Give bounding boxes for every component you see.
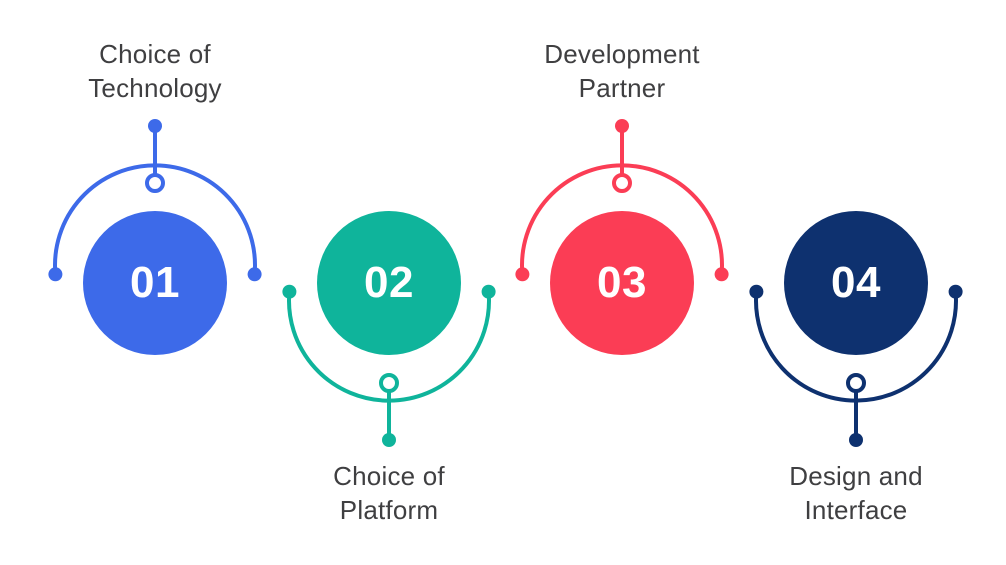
step-label-line2: Interface bbox=[804, 495, 908, 525]
connector-arc-decoration bbox=[749, 284, 963, 447]
step-label: Development Partner bbox=[507, 37, 737, 105]
step-label-line1: Choice of bbox=[99, 39, 211, 69]
connector-tip-dot bbox=[148, 119, 162, 133]
connector-ring bbox=[612, 173, 632, 193]
step-label-line2: Platform bbox=[339, 495, 439, 525]
connector-ring bbox=[145, 173, 165, 193]
connector-ring bbox=[846, 373, 866, 393]
step-item: Choice of Platform 02 bbox=[274, 0, 504, 565]
step-label: Choice of Technology bbox=[40, 37, 270, 105]
arc-end-dot-right bbox=[714, 267, 729, 282]
step-item: Choice of Technology 01 bbox=[40, 0, 270, 565]
step-item: Design and Interface 04 bbox=[741, 0, 971, 565]
step-label: Choice of Platform bbox=[274, 459, 504, 527]
step-item: Development Partner 03 bbox=[507, 0, 737, 565]
step-circle: 01 bbox=[83, 211, 227, 355]
step-label-line1: Choice of bbox=[333, 461, 445, 491]
step-number: 02 bbox=[364, 258, 414, 307]
step-label-line2: Partner bbox=[578, 73, 666, 103]
arc-end-dot-right bbox=[481, 284, 496, 299]
step-label-line1: Design and bbox=[789, 461, 923, 491]
connector-ring bbox=[379, 373, 399, 393]
connector-tip-dot bbox=[615, 119, 629, 133]
arc-end-dot-right bbox=[247, 267, 262, 282]
arc-end-dot-left bbox=[749, 284, 764, 299]
arc-end-dot-left bbox=[48, 267, 63, 282]
step-number: 04 bbox=[831, 258, 881, 307]
connector-arc-decoration bbox=[48, 119, 262, 282]
arc-end-dot-left bbox=[515, 267, 530, 282]
step-circle: 04 bbox=[784, 211, 928, 355]
step-circle: 03 bbox=[550, 211, 694, 355]
step-number: 01 bbox=[130, 258, 180, 307]
step-label-line2: Technology bbox=[88, 73, 222, 103]
connector-tip-dot bbox=[849, 433, 863, 447]
connector-tip-dot bbox=[382, 433, 396, 447]
step-label: Design and Interface bbox=[741, 459, 971, 527]
connector-arc-decoration bbox=[282, 284, 496, 447]
step-circle: 02 bbox=[317, 211, 461, 355]
arc-end-dot-right bbox=[948, 284, 963, 299]
connector-arc-decoration bbox=[515, 119, 729, 282]
step-number: 03 bbox=[597, 258, 647, 307]
arc-end-dot-left bbox=[282, 284, 297, 299]
step-label-line1: Development bbox=[544, 39, 700, 69]
